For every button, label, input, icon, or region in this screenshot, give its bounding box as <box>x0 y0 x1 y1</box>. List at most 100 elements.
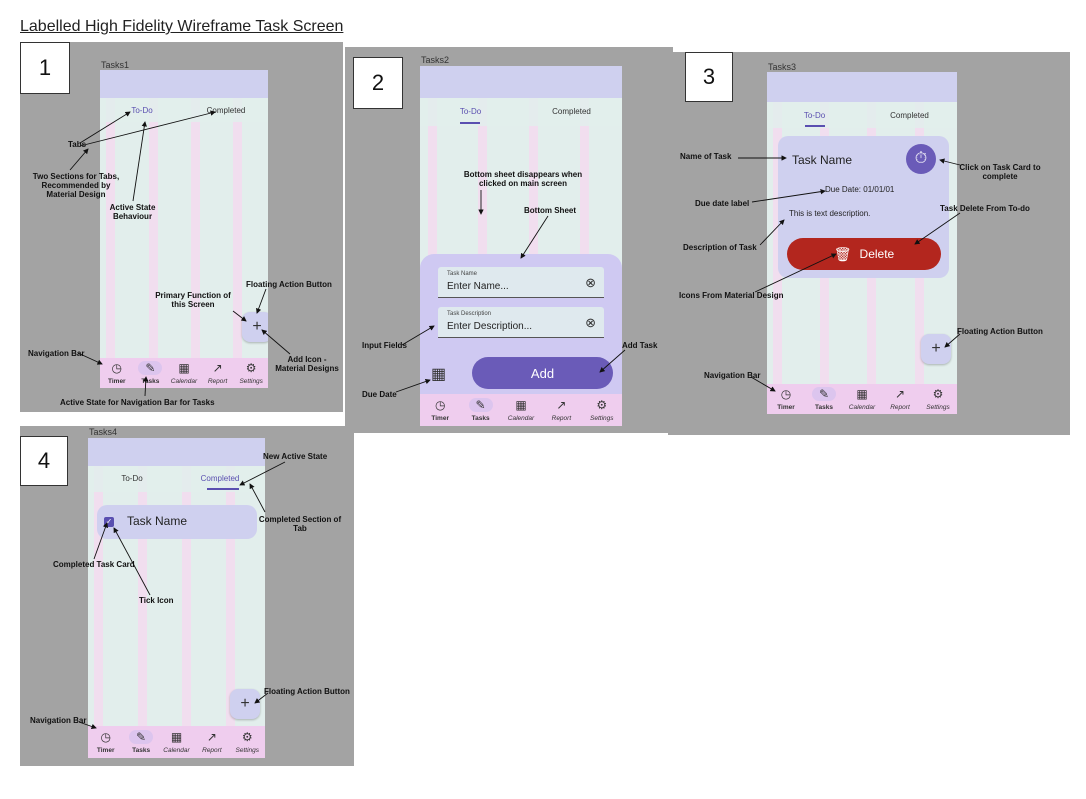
navigation-bar: ◷Timer ✎Tasks ▦Calendar ↗Report ⚙Setting… <box>88 726 265 758</box>
tab-todo[interactable]: To-Do <box>121 474 143 483</box>
tab-todo[interactable]: To-Do <box>131 106 153 115</box>
tab-bar: To-Do Completed <box>767 102 957 128</box>
bottom-sheet[interactable]: Task Name Enter Name... ⊗ Task Descripti… <box>420 254 622 426</box>
calendar-icon[interactable]: ▦ <box>431 366 447 383</box>
floating-action-button[interactable]: + <box>921 334 951 364</box>
task-description-input[interactable]: Enter Description... <box>447 321 533 332</box>
nav-report[interactable]: ↗Report <box>202 730 222 754</box>
nav-settings[interactable]: ⚙Settings <box>235 730 260 754</box>
task-name-field[interactable]: Task Name Enter Name... ⊗ <box>438 267 604 298</box>
annotation-add-icon: Add Icon - Material Designs <box>275 355 339 374</box>
timer-icon: ◷ <box>100 730 111 744</box>
annotation-nav-bar-3: Navigation Bar <box>704 371 761 380</box>
nav-tasks[interactable]: ✎Tasks <box>134 358 168 388</box>
nav-calendar[interactable]: ▦Calendar <box>170 361 198 385</box>
completed-task-card[interactable]: ✓ Task Name <box>97 505 257 539</box>
navigation-bar: ◷Timer ✎Tasks ▦Calendar ↗Report ⚙Setting… <box>420 394 622 426</box>
nav-settings[interactable]: ⚙Settings <box>239 361 263 385</box>
tab-completed[interactable]: Completed <box>890 111 929 120</box>
annotation-fab-4: Floating Action Button <box>264 687 350 696</box>
tab-todo[interactable]: To-Do <box>803 111 826 120</box>
annotation-due-date: Due Date <box>362 390 397 399</box>
nav-report[interactable]: ↗Report <box>551 398 572 422</box>
annotation-tabs: Tabs <box>68 140 87 149</box>
annotation-two-sections: Two Sections for Tabs, Recommended by Ma… <box>32 172 120 200</box>
nav-report[interactable]: ↗Report <box>890 387 910 411</box>
task-description: This is text description. <box>789 209 871 218</box>
annotation-bottom-sheet: Bottom Sheet <box>524 206 576 215</box>
phone-screen-3: To-Do Completed Task Name ⏱ Due Date: 01… <box>767 72 957 414</box>
nav-settings[interactable]: ⚙Settings <box>590 398 614 422</box>
trash-icon: 🗑 <box>833 245 852 262</box>
task-name-input[interactable]: Enter Name... <box>447 281 509 292</box>
trend-icon: ↗ <box>206 730 217 744</box>
delete-button[interactable]: 🗑 Delete <box>787 238 941 270</box>
nav-timer[interactable]: ◷Timer <box>108 361 126 385</box>
nav-tasks[interactable]: ✎Tasks <box>805 384 843 414</box>
add-icon: + <box>240 695 250 712</box>
screen-label-1: Tasks1 <box>101 60 130 70</box>
nav-timer[interactable]: ◷Timer <box>431 398 449 422</box>
trend-icon: ↗ <box>894 387 906 401</box>
navigation-bar: ◷Timer ✎Tasks ▦Calendar ↗Report ⚙Setting… <box>100 358 268 388</box>
annotation-fab-3: Floating Action Button <box>957 327 1043 336</box>
tab-bar: To-Do Completed <box>88 466 265 492</box>
task-name: Task Name <box>127 514 188 528</box>
nav-tasks[interactable]: ✎Tasks <box>123 726 158 758</box>
nav-calendar[interactable]: ▦Calendar <box>507 398 535 422</box>
tab-bar: To-Do Completed <box>420 98 622 126</box>
tab-completed[interactable]: Completed <box>552 107 591 116</box>
annotation-name-of-task: Name of Task <box>680 152 732 161</box>
floating-action-button[interactable]: + <box>230 689 260 719</box>
add-button[interactable]: Add <box>472 357 613 389</box>
phone-screen-2: To-Do Completed Task Name Enter Name... … <box>420 66 622 426</box>
phone-screen-1: To-Do Completed + ◷Timer ✎Tasks ▦Calenda… <box>100 70 268 388</box>
timer-icon: ◷ <box>434 398 446 412</box>
calendar-icon: ▦ <box>170 730 183 744</box>
annotation-icons: Icons From Material Design <box>679 291 784 300</box>
calendar-icon: ▦ <box>856 387 868 401</box>
nav-settings[interactable]: ⚙Settings <box>926 387 950 411</box>
nav-timer[interactable]: ◷Timer <box>96 730 115 754</box>
calendar-icon: ▦ <box>515 398 527 412</box>
task-description-field[interactable]: Task Description Enter Description... ⊗ <box>438 307 604 338</box>
annotation-input-fields: Input Fields <box>362 341 407 350</box>
task-card[interactable]: Task Name ⏱ Due Date: 01/01/01 This is t… <box>778 136 949 278</box>
annotation-completed-card: Completed Task Card <box>53 560 135 569</box>
add-icon: + <box>252 318 262 335</box>
gear-icon: ⚙ <box>245 361 257 375</box>
timer-icon: ◷ <box>111 361 123 375</box>
clear-icon[interactable]: ⊗ <box>585 315 596 330</box>
nav-timer[interactable]: ◷Timer <box>777 387 795 411</box>
nav-calendar[interactable]: ▦Calendar <box>848 387 876 411</box>
trend-icon: ↗ <box>556 398 567 412</box>
nav-tasks[interactable]: ✎Tasks <box>460 394 500 426</box>
pencil-icon: ✎ <box>129 730 154 744</box>
tab-completed[interactable]: Completed <box>200 474 240 483</box>
pencil-icon: ✎ <box>138 361 163 375</box>
tick-icon[interactable]: ✓ <box>104 517 114 527</box>
gear-icon: ⚙ <box>241 730 253 744</box>
trend-icon: ↗ <box>212 361 223 375</box>
annotation-active-nav: Active State for Navigation Bar for Task… <box>60 398 215 407</box>
annotation-tick-icon: Tick Icon <box>139 596 174 605</box>
gear-icon: ⚙ <box>596 398 608 412</box>
calendar-icon: ▦ <box>178 361 190 375</box>
annotation-completed-section: Completed Section of Tab <box>258 515 342 534</box>
tab-todo[interactable]: To-Do <box>459 107 482 116</box>
screen-number-4: 4 <box>20 436 68 486</box>
floating-action-button[interactable]: + <box>242 312 268 342</box>
annotation-delete-from-todo: Task Delete From To-do <box>940 204 1030 213</box>
task-name: Task Name <box>792 153 853 167</box>
nav-calendar[interactable]: ▦Calendar <box>163 730 190 754</box>
stopwatch-icon[interactable]: ⏱ <box>906 144 936 174</box>
nav-report[interactable]: ↗Report <box>207 361 228 385</box>
clear-icon[interactable]: ⊗ <box>585 275 596 290</box>
gear-icon: ⚙ <box>932 387 944 401</box>
phone-screen-4: To-Do Completed ✓ Task Name + ◷Timer ✎Ta… <box>88 438 265 758</box>
tab-completed[interactable]: Completed <box>206 106 246 115</box>
pencil-icon: ✎ <box>811 387 837 401</box>
screen-number-3: 3 <box>685 52 733 102</box>
annotation-active-state: Active State Behaviour <box>109 203 156 222</box>
navigation-bar: ◷Timer ✎Tasks ▦Calendar ↗Report ⚙Setting… <box>767 384 957 414</box>
